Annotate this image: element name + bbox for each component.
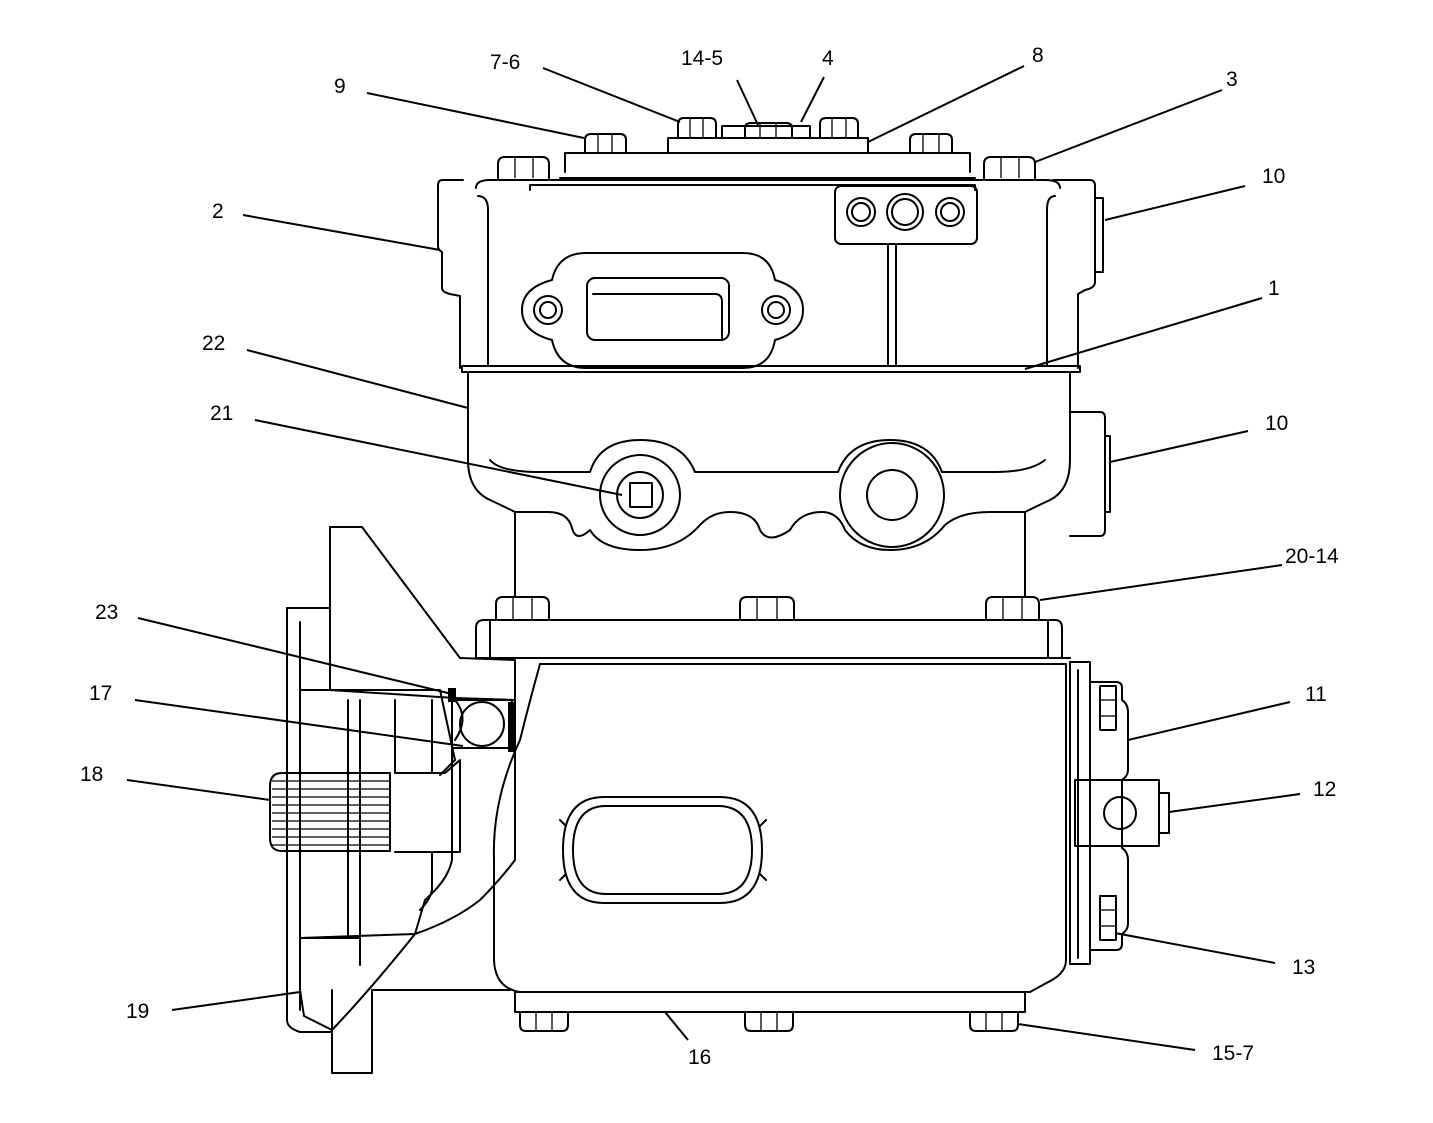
callout-13: 13 xyxy=(1292,956,1315,979)
leader-13 xyxy=(1114,932,1276,964)
leader-20-14 xyxy=(1039,564,1283,601)
base-bolt-center xyxy=(739,596,795,621)
splined-shaft xyxy=(269,772,391,852)
leader-23 xyxy=(137,617,453,695)
plate-bolt-7-6 xyxy=(677,117,717,139)
leader-4 xyxy=(800,76,825,123)
leader-10b xyxy=(1109,430,1249,463)
callout-16: 16 xyxy=(688,1046,711,1069)
callout-12: 12 xyxy=(1313,778,1336,801)
callout-8: 8 xyxy=(1032,44,1044,67)
top-bolt-right xyxy=(983,156,1036,181)
leader-2 xyxy=(242,214,441,251)
leader-21 xyxy=(254,419,623,496)
bottom-bolt-center xyxy=(744,1011,794,1032)
leader-16 xyxy=(664,1011,689,1041)
callout-labels: 9 7-6 14-5 4 8 3 10 2 1 22 21 10 20-14 2… xyxy=(80,44,1339,1069)
flange-opening xyxy=(521,252,804,369)
leader-18 xyxy=(126,779,271,801)
leader-3 xyxy=(1034,89,1223,163)
callout-1: 1 xyxy=(1268,277,1280,300)
callout-23: 23 xyxy=(95,601,118,624)
leader-7-6 xyxy=(542,67,681,123)
base-bolt-right xyxy=(985,596,1040,621)
cylinder-left xyxy=(599,454,681,536)
front-flange-section xyxy=(286,526,516,1033)
top-bolt-left xyxy=(497,156,550,181)
callout-9: 9 xyxy=(334,75,346,98)
base-bolt-left xyxy=(495,596,550,621)
bottom-bolt-left xyxy=(519,1011,569,1032)
cylinder-head xyxy=(437,117,1104,373)
cylinder-right xyxy=(839,442,945,548)
inspection-cover xyxy=(559,796,767,904)
bottom-bolt-right xyxy=(969,1011,1019,1032)
callout-14-5: 14-5 xyxy=(681,47,723,70)
callout-4: 4 xyxy=(822,47,834,70)
plate-bolt-14-5 xyxy=(744,122,793,139)
end-cover xyxy=(1069,661,1170,965)
leader-12 xyxy=(1168,793,1301,813)
leader-22 xyxy=(246,349,469,409)
callout-21: 21 xyxy=(210,402,233,425)
callout-10a: 10 xyxy=(1262,165,1285,188)
callout-18: 18 xyxy=(80,763,103,786)
leader-14-5 xyxy=(736,79,759,126)
end-cover-bolt-top xyxy=(1099,685,1117,731)
cylinder-block xyxy=(467,371,1111,621)
callout-2: 2 xyxy=(212,200,224,223)
leader-9 xyxy=(366,92,585,139)
callout-11: 11 xyxy=(1305,683,1327,706)
plate-bolt-8 xyxy=(819,117,859,139)
leader-lines xyxy=(126,65,1301,1051)
callout-15-7: 15-7 xyxy=(1212,1042,1254,1065)
end-cover-fitting xyxy=(1074,779,1170,847)
plate-bolt-right xyxy=(909,133,953,154)
leader-10a xyxy=(1104,185,1246,221)
callout-22: 22 xyxy=(202,332,225,355)
callout-7-6: 7-6 xyxy=(490,51,520,74)
leader-1 xyxy=(1024,297,1263,370)
leader-11 xyxy=(1127,701,1291,741)
callout-17: 17 xyxy=(89,682,112,705)
leader-17 xyxy=(134,699,464,747)
leader-8 xyxy=(867,65,1025,143)
leader-15-7 xyxy=(1017,1023,1196,1051)
port-block xyxy=(834,185,978,367)
plate-bolt-9 xyxy=(584,133,627,154)
crankcase xyxy=(331,619,1071,1074)
callout-3: 3 xyxy=(1226,68,1238,91)
bearing xyxy=(448,688,516,752)
callout-19: 19 xyxy=(126,1000,149,1023)
end-cover-bolt-bottom xyxy=(1099,895,1117,941)
callout-10b: 10 xyxy=(1265,412,1288,435)
leader-19 xyxy=(171,991,301,1011)
callout-20-14: 20-14 xyxy=(1285,545,1339,568)
